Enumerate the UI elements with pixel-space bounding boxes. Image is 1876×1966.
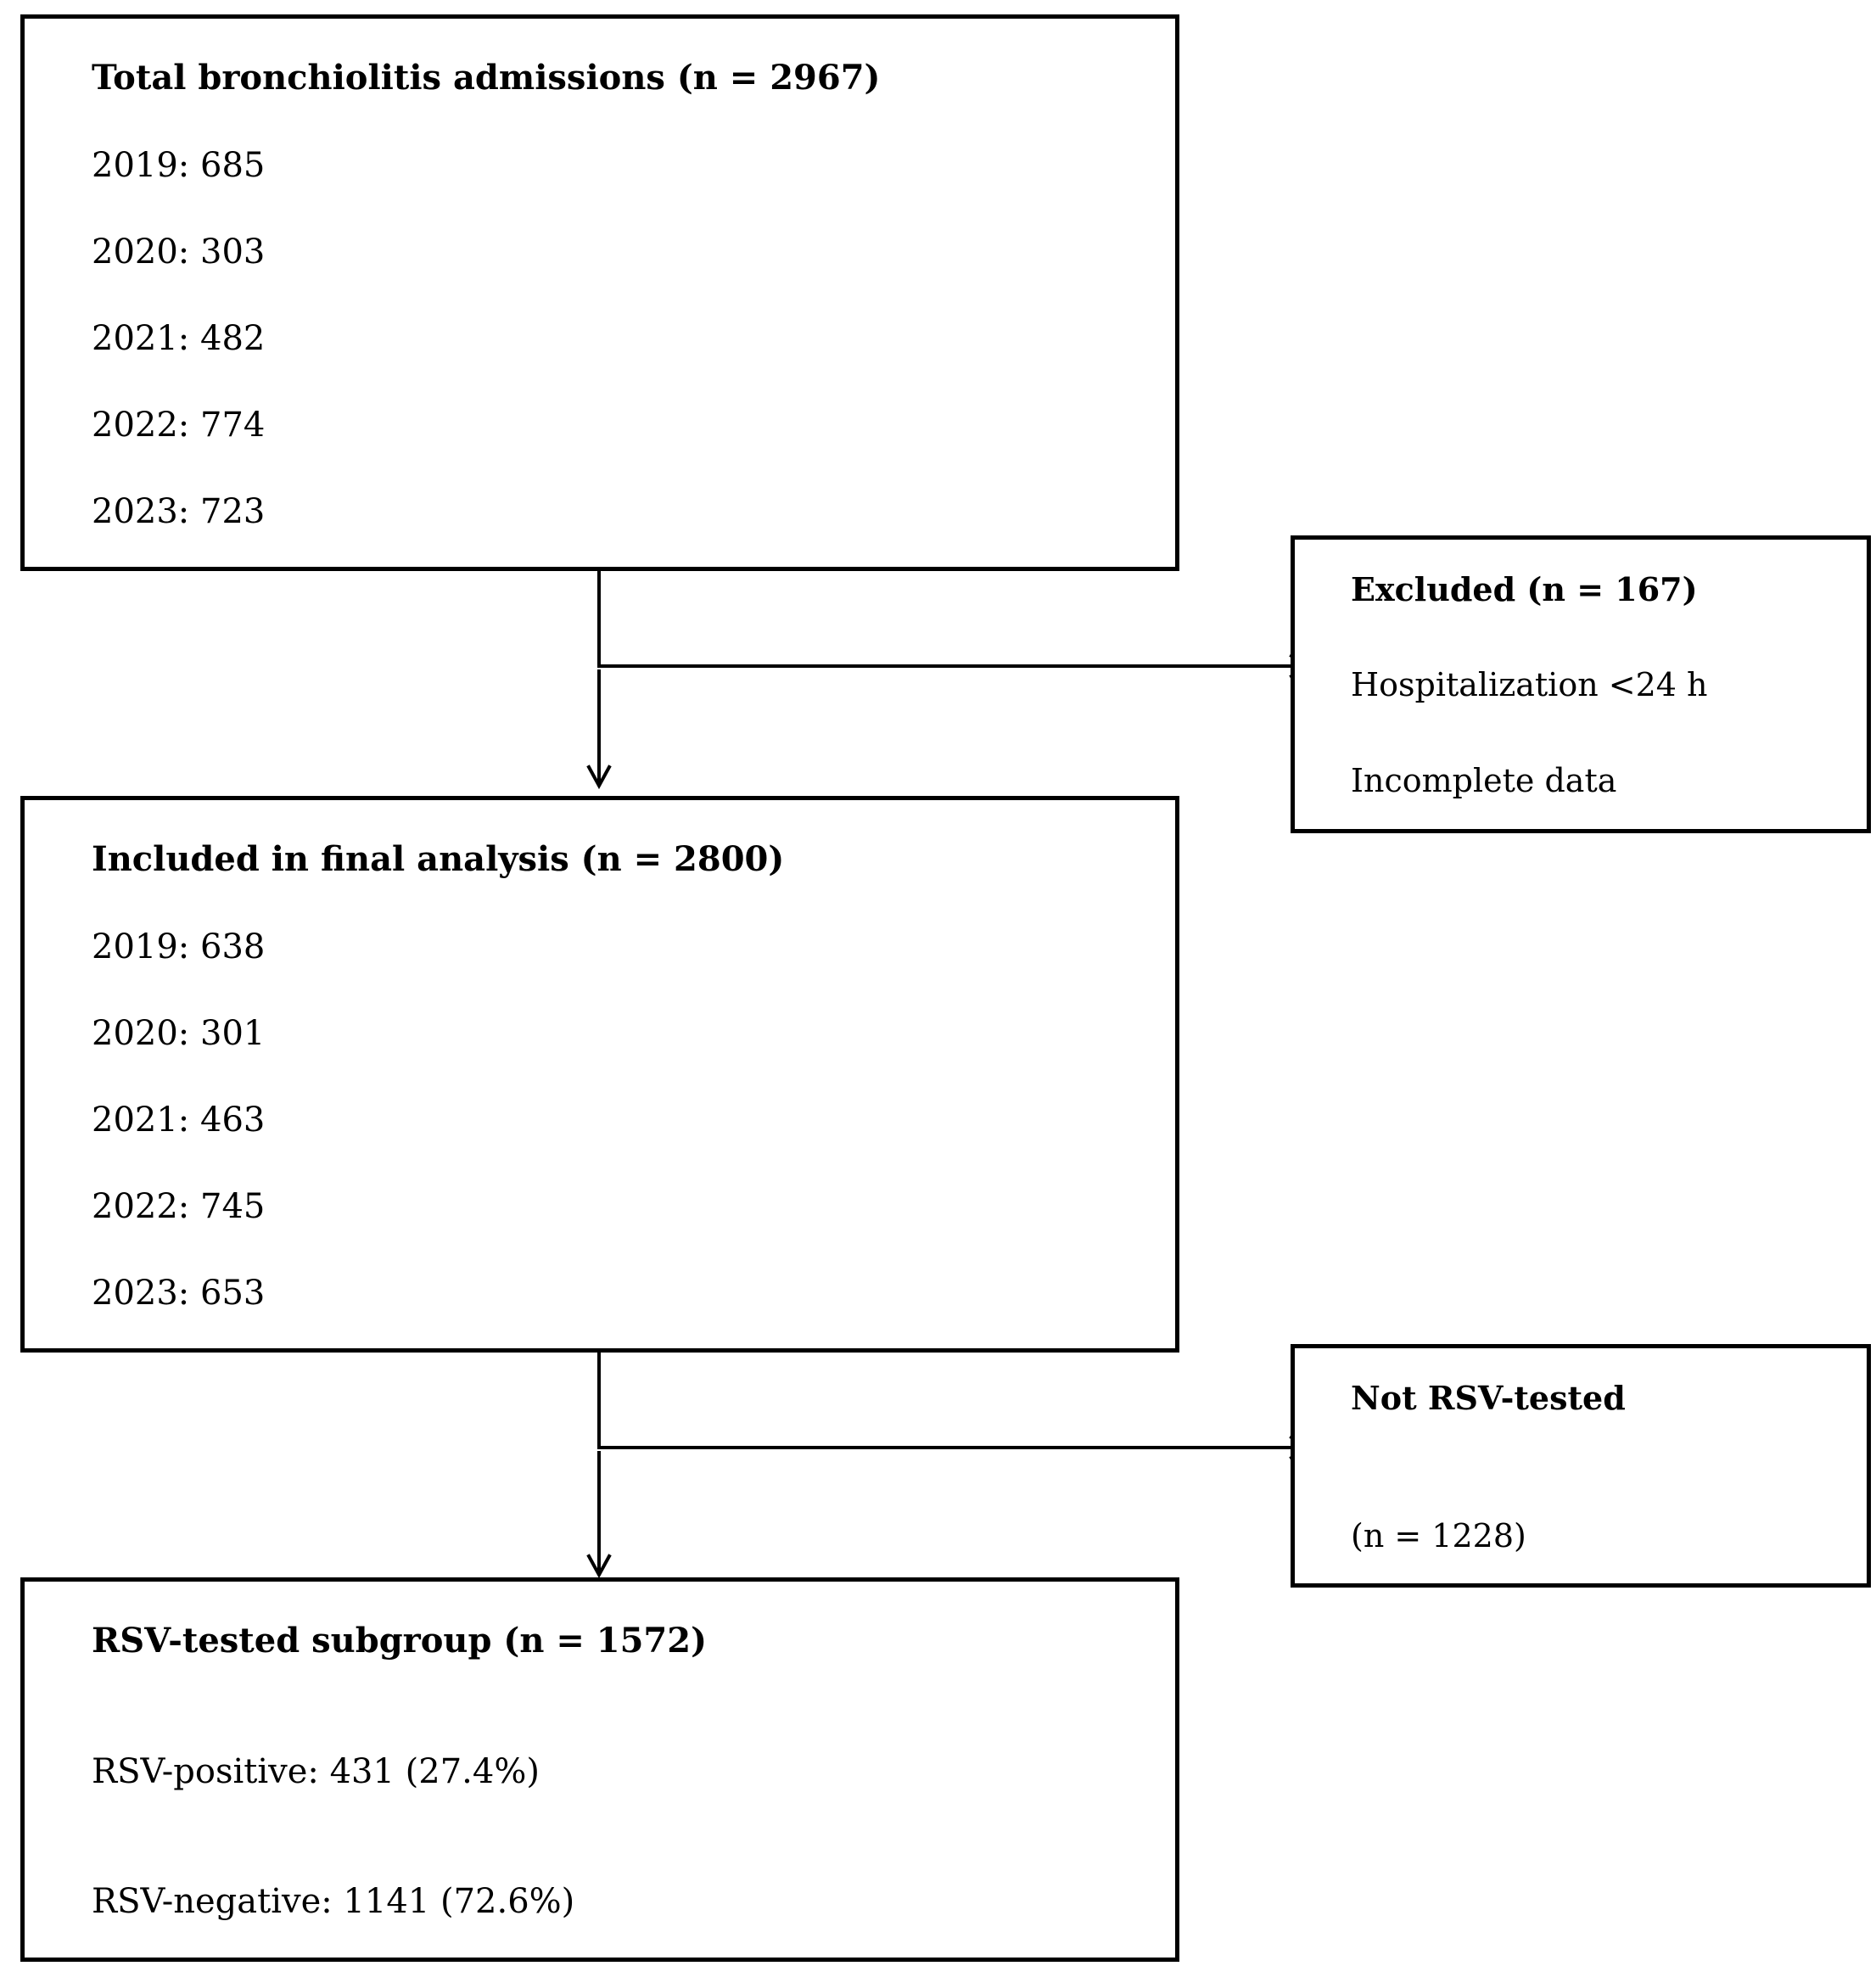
included-2022: 2022: 745 — [92, 1187, 266, 1226]
total-admissions-box: Total bronchiolitis admissions (n = 2967… — [20, 14, 1179, 571]
not-rsv-tested-count: (n = 1228) — [1351, 1517, 1526, 1554]
total-2019: 2019: 685 — [92, 146, 266, 185]
not-rsv-tested-title: Not RSV-tested — [1351, 1379, 1626, 1417]
excluded-reason-short-stay: Hospitalization <24 h — [1351, 666, 1708, 703]
total-2022: 2022: 774 — [92, 406, 266, 445]
excluded-box: Excluded (n = 167) Hospitalization <24 h… — [1291, 535, 1871, 833]
included-2020: 2020: 301 — [92, 1014, 266, 1053]
total-2023: 2023: 723 — [92, 492, 266, 531]
total-admissions-title: Total bronchiolitis admissions (n = 2967… — [92, 58, 881, 98]
total-2021: 2021: 482 — [92, 319, 266, 358]
excluded-title: Excluded (n = 167) — [1351, 570, 1698, 608]
included-analysis-title: Included in final analysis (n = 2800) — [92, 839, 785, 879]
rsv-tested-title: RSV-tested subgroup (n = 1572) — [92, 1621, 708, 1661]
rsv-tested-box: RSV-tested subgroup (n = 1572) RSV-posit… — [20, 1577, 1179, 1962]
included-2021: 2021: 463 — [92, 1101, 266, 1140]
arrowhead-included — [586, 765, 612, 790]
included-2019: 2019: 638 — [92, 927, 266, 966]
not-rsv-tested-box: Not RSV-tested (n = 1228) — [1291, 1344, 1871, 1588]
arrowhead-rsv-tested — [586, 1554, 612, 1579]
total-2020: 2020: 303 — [92, 232, 266, 272]
rsv-negative: RSV-negative: 1141 (72.6%) — [92, 1882, 575, 1921]
included-analysis-box: Included in final analysis (n = 2800) 20… — [20, 796, 1179, 1353]
excluded-reason-incomplete: Incomplete data — [1351, 762, 1617, 799]
rsv-positive: RSV-positive: 431 (27.4%) — [92, 1752, 540, 1791]
included-2023: 2023: 653 — [92, 1274, 266, 1313]
